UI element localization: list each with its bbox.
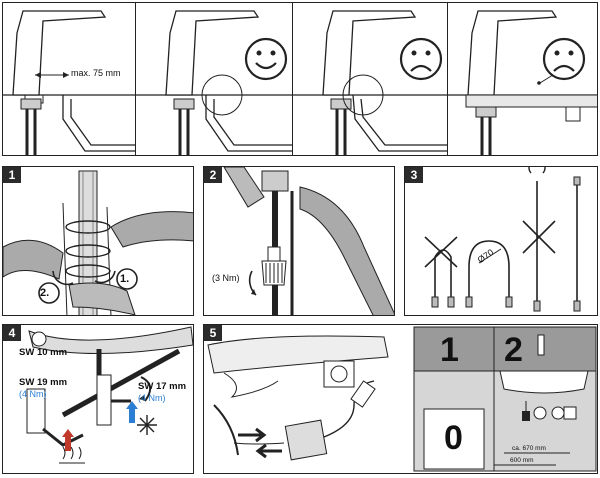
zone-0-area (423, 408, 485, 470)
screwdriver-icon (261, 246, 287, 286)
faucet-ok-drawing (136, 10, 292, 155)
placement-panel-3 (292, 2, 448, 156)
wrench-icon (28, 326, 193, 355)
rotate-arrow-icon (528, 167, 546, 174)
sw-19-torque: (4 Nm) (19, 389, 47, 399)
sad-face-icon (542, 37, 586, 81)
step-2-panel: 2 (3 Nm) (203, 166, 395, 316)
socket-icon (563, 406, 577, 420)
step-number: 5 (204, 325, 222, 341)
step-number: 2 (204, 167, 222, 183)
cross-icon (424, 236, 458, 268)
step-4-panel: 4 SW 10 mm SW 19 mm (4 Nm) SW 17 mm (4 N… (2, 324, 194, 474)
max-distance-label: max. 75 mm (71, 68, 121, 78)
step-5-panel: 5 1 2 0 ca. 670 mm 600 mm (203, 324, 598, 474)
zone-1-label: 1 (440, 331, 459, 369)
step-5-drawing (207, 326, 597, 472)
step-number: 4 (3, 325, 21, 341)
control-box-icon (284, 419, 328, 461)
step-3-drawing (424, 167, 581, 312)
sw-10-label: SW 10 mm (19, 347, 68, 358)
plug-icon (350, 380, 376, 408)
step-4-drawing (26, 326, 193, 464)
faucet-freestanding-bad-drawing (448, 10, 597, 155)
snowflake-icon (137, 415, 157, 435)
callout-2: 2. (40, 287, 50, 299)
step-1-drawing (3, 170, 193, 315)
zone-2-label: 2 (504, 331, 523, 369)
distance-670-label: ca. 670 mm (512, 445, 546, 452)
wall-socket-icon (323, 360, 355, 388)
wrench-icon (61, 348, 181, 418)
step-number: 1 (3, 167, 21, 183)
step-1-panel: 1 2. 1. (2, 166, 194, 316)
placement-panel-2 (135, 2, 293, 156)
placement-panel-4 (447, 2, 598, 156)
sw-17-label: SW 17 mm (138, 381, 187, 392)
sw-19-label: SW 19 mm (19, 377, 68, 388)
step-2-drawing (223, 167, 394, 315)
cold-arrow-icon (129, 409, 135, 423)
happy-face-icon (244, 37, 288, 81)
faucet-min-distance-drawing (3, 10, 135, 155)
step-number: 3 (405, 167, 423, 183)
hot-water-icon (59, 446, 85, 464)
torque-label: (3 Nm) (212, 273, 240, 283)
sw-17-torque: (4 Nm) (138, 393, 166, 403)
distance-600-label: 600 mm (510, 457, 534, 464)
placement-panel-1: max. 75 mm (2, 2, 136, 156)
hot-arrow-icon (65, 437, 71, 451)
sad-face-icon (399, 37, 443, 81)
zone-0-label: 0 (444, 419, 463, 457)
cross-icon (522, 220, 556, 254)
callout-1: 1. (120, 273, 130, 285)
step-3-panel: 3 Ø70 (404, 166, 598, 316)
faucet-bad-drawing (293, 10, 447, 155)
